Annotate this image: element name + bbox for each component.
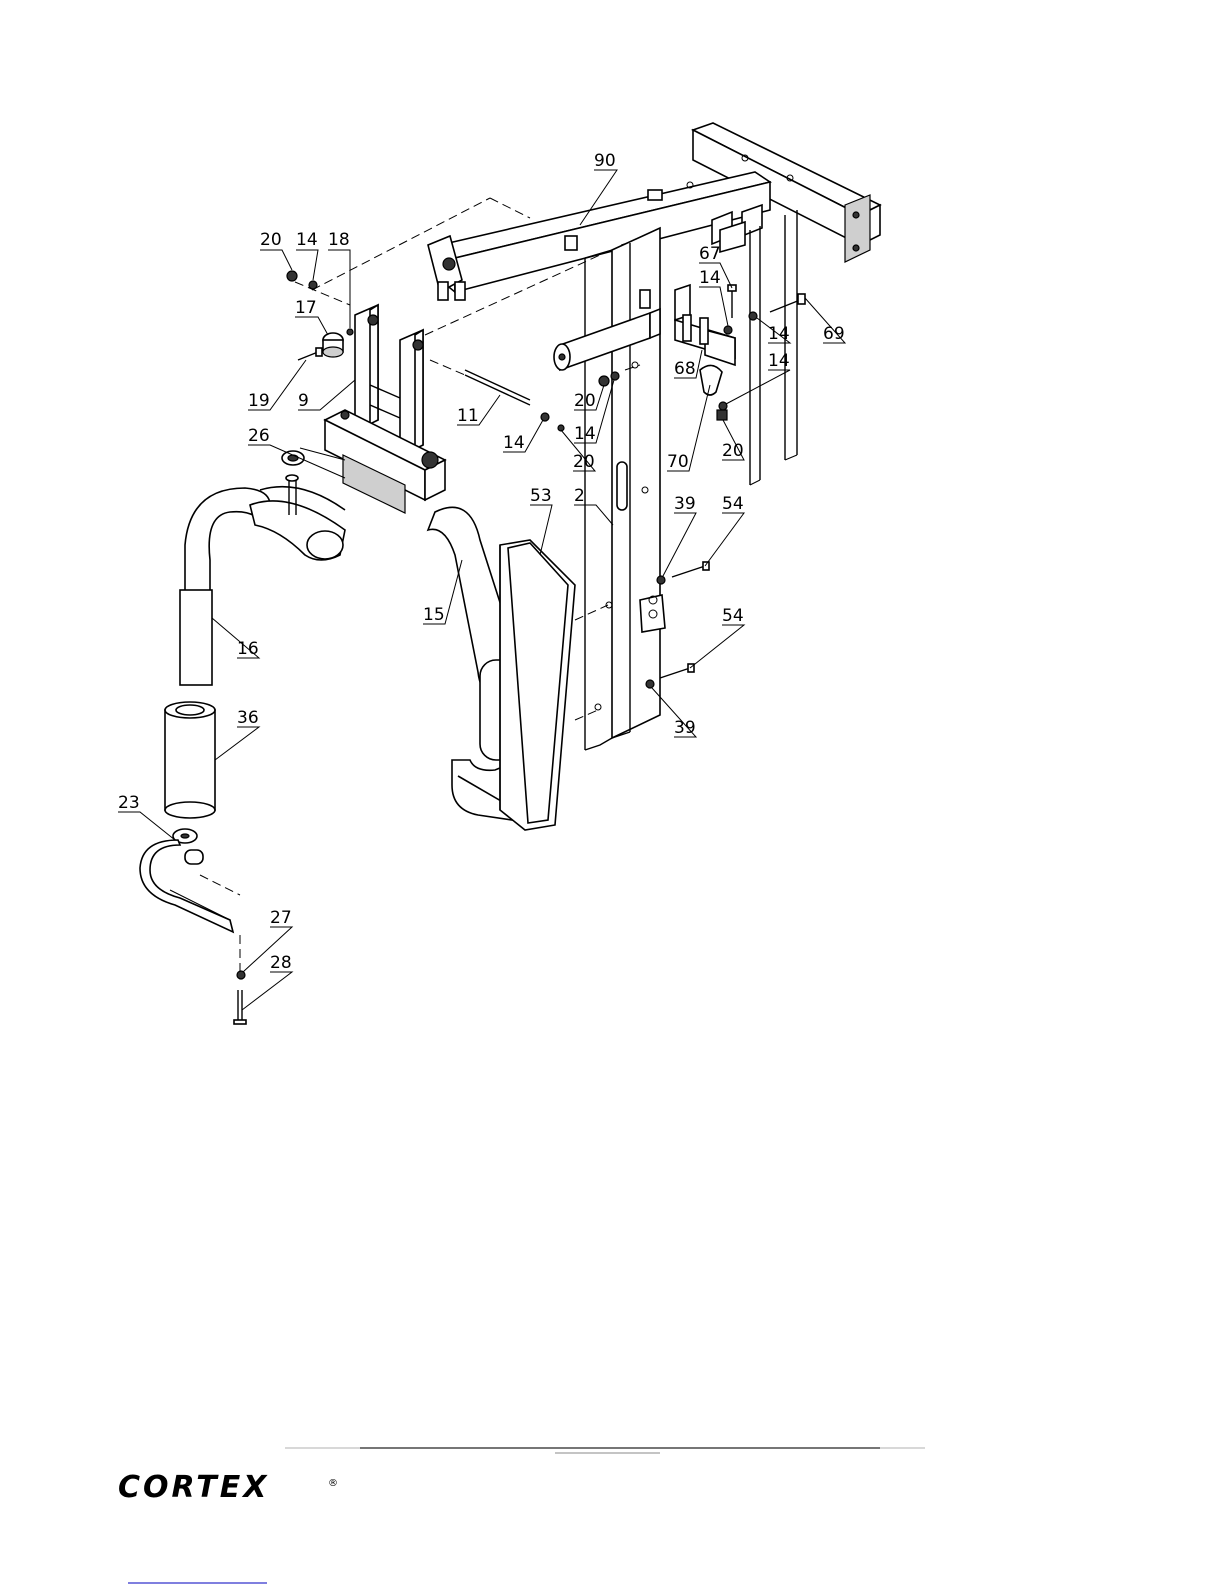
callout-54-a: 54	[722, 494, 744, 514]
brand-logo: CORTEX ®	[118, 1470, 338, 1505]
callout-27: 27	[270, 908, 292, 928]
callout-70: 70	[667, 452, 689, 472]
callout-20-b: 20	[574, 391, 596, 411]
footer-rule	[285, 1448, 925, 1453]
shaft-11	[465, 370, 564, 431]
callout-54-b: 54	[722, 606, 744, 626]
callout-14-b: 14	[699, 268, 721, 288]
callout-69: 69	[823, 324, 845, 344]
pivot-bracket-9	[325, 305, 445, 513]
callout-20-d: 20	[722, 441, 744, 461]
registered-mark: ®	[328, 1478, 338, 1489]
callout-15: 15	[423, 605, 445, 625]
callout-53: 53	[530, 486, 552, 506]
hardware-bottom	[234, 971, 246, 1024]
callout-14-d: 14	[768, 351, 790, 371]
brand-name: CORTEX	[118, 1470, 269, 1505]
callout-67: 67	[699, 244, 721, 264]
callout-14-a: 14	[296, 230, 318, 250]
callout-9: 9	[298, 391, 309, 411]
callout-36: 36	[237, 708, 259, 728]
sleeve-36	[165, 702, 215, 818]
rear-uprights	[750, 210, 797, 485]
callout-2: 2	[574, 486, 585, 506]
callout-14-e: 14	[574, 424, 596, 444]
main-upright-2	[585, 228, 665, 750]
callout-26: 26	[248, 426, 270, 446]
callout-23: 23	[118, 793, 140, 813]
handle-23	[140, 829, 233, 932]
callout-20-c: 20	[573, 452, 595, 472]
callout-18: 18	[328, 230, 350, 250]
callout-90: 90	[594, 151, 616, 171]
callout-17: 17	[295, 298, 317, 318]
callout-39-a: 39	[674, 494, 696, 514]
arm-16	[180, 448, 345, 685]
callout-16: 16	[237, 639, 259, 659]
callout-11: 11	[457, 406, 479, 426]
callout-28: 28	[270, 953, 292, 973]
callout-14-f: 14	[503, 433, 525, 453]
callout-19: 19	[248, 391, 270, 411]
callout-39-b: 39	[674, 718, 696, 738]
callout-68: 68	[674, 359, 696, 379]
callout-14-c: 14	[768, 324, 790, 344]
callout-20-a: 20	[260, 230, 282, 250]
pad-53	[500, 540, 575, 830]
